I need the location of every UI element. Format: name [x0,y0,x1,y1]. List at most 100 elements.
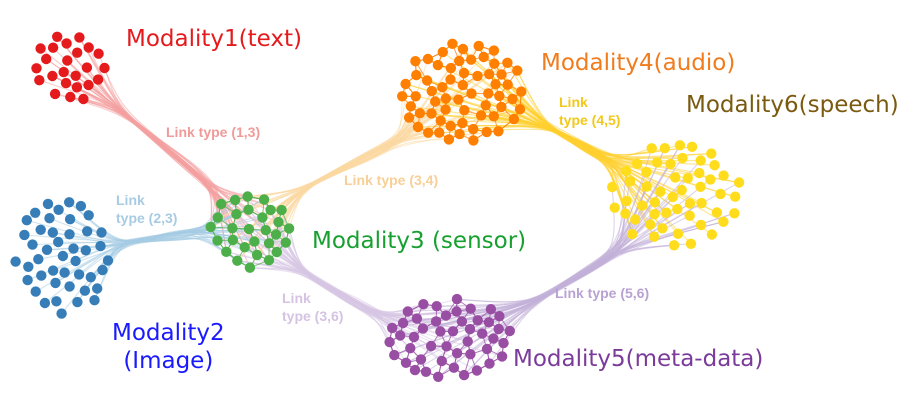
mod1-node [83,42,94,53]
mod3-node [283,223,295,234]
mod5-node [448,362,460,373]
mod2-node [102,255,114,266]
mod4-node [410,91,421,102]
mod6-node [631,158,643,169]
mod6-node [686,141,698,152]
mod4-node [457,43,469,55]
mod4-node [488,45,500,56]
mod3-node [212,212,223,223]
mod5-node [387,322,398,334]
mod5-node [433,371,444,382]
mod2-node [64,281,75,292]
mod4-node [481,126,492,138]
mod6-node [718,170,729,181]
mod4-node [466,88,477,99]
mod2-node [57,250,69,262]
mod3-node [239,242,250,253]
mod4-node [397,91,408,102]
mod1-node [78,93,89,105]
mod1-node [74,32,85,43]
mod4-node [457,79,468,91]
link-bundle-3-4 [275,96,403,235]
mod4-node [421,75,433,86]
mod6-node [630,214,641,225]
mod3-node [271,246,282,258]
mod4-node [502,57,513,68]
mod4-node [489,58,500,69]
mod1-node [92,74,104,85]
mod5-node [417,323,429,334]
mod2-node [64,229,75,240]
mod5-node [420,366,432,377]
mod5-node [451,306,462,317]
mod6-node [649,231,660,242]
mod3-node [273,216,284,228]
mod3-node [221,246,232,257]
mod5-node [481,343,493,355]
mod2-node [22,274,33,286]
mod2-node [68,243,79,254]
mod4-node [426,108,437,119]
mod4-node [480,100,491,111]
link-label-3-4-line1: Link type (3,4) [344,172,439,188]
mod4-node [514,104,526,115]
mod2-node [36,270,47,281]
mod4-node [440,104,451,115]
mod6-node [682,173,693,184]
mod5-node [447,326,459,337]
mod1-node [58,66,69,78]
mod6-node [718,216,729,227]
mod6-node [684,198,696,209]
mod3-node [258,194,270,205]
mod5-node [458,369,470,381]
mod2-node [75,200,87,212]
mod2-node [41,244,53,255]
link-bundle-3-4 [232,101,436,241]
mod1-node [72,47,83,58]
mod6-node [706,148,717,159]
mod1-node [83,79,94,91]
link-label-4-5: Link type (4,5) [559,94,620,129]
mod2-node [23,261,34,272]
modality5-label: Modality5(meta-data) [513,346,764,372]
mod6-node [705,174,716,185]
mod1-node [35,43,46,54]
mod4-node [434,127,445,138]
mod1-node [81,62,93,73]
mod4-node [496,69,507,80]
mod2-node [64,214,76,225]
link-bundle-2-3 [101,216,263,271]
mod6-node [709,160,720,171]
mod6-node [729,208,740,219]
mod1-node [41,53,52,65]
mod4-node [411,69,422,81]
mod6-node [665,158,676,170]
modality2-label-line2: (Image) [123,347,214,374]
link-label-5-6: Link type (5,6) [555,285,649,303]
mod2-node [44,213,55,224]
link-label-3-4: Link type (3,4) [344,172,438,190]
mod5-node [384,336,395,348]
link-bundle-5-6 [488,186,615,323]
mod4-node [445,74,456,85]
mod4-node [440,93,452,104]
mod3-node [243,223,255,235]
mod3-node [216,198,227,210]
mod2-node [89,295,100,306]
mod4-node [508,113,520,125]
mod2-node [35,224,46,235]
mod6-node [715,188,726,200]
mod5-node [484,358,495,369]
mod2-node [21,215,32,226]
mod5-node [435,326,446,337]
mod5-node [418,299,429,310]
mod3-node [249,236,260,247]
link-label-4-5-line1: Link [559,94,588,110]
mod2-node [50,277,61,289]
mod2-node [42,198,54,210]
mod4-node [475,110,487,121]
mod5-node [471,365,483,376]
mod3-node [227,234,239,246]
mod5-node [485,304,497,315]
mod4-node [493,126,504,137]
